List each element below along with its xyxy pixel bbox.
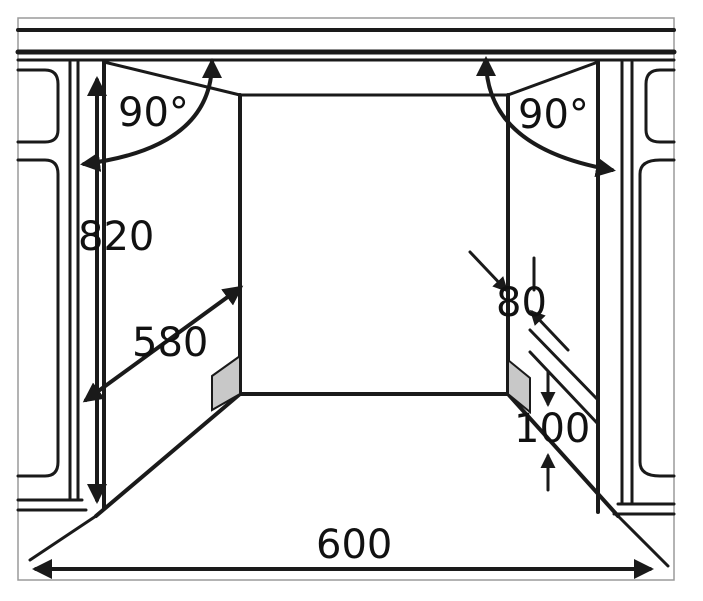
image-frame [17,17,675,581]
side-gap-arrow-lower [529,309,570,352]
side-gap-arrow-upper [468,250,509,293]
left-cabinet [16,60,88,512]
side-gap-label: 80 [496,280,547,326]
back-wall [238,93,510,396]
left-angle-label: 90° [118,90,189,136]
depth-label: 580 [132,320,208,366]
depth-dimension-line [82,285,244,403]
height-label: 820 [78,214,154,260]
left-shaded-block [211,354,241,412]
right-shaded-block [507,357,531,415]
right-door-swing-arc [476,56,616,178]
right-angle-label: 90° [518,92,589,138]
left-door-swing-arc [80,58,222,172]
bottom-gap-label: 100 [514,406,590,452]
width-label: 600 [316,522,392,568]
right-cabinet [612,60,676,516]
worktop [15,28,677,62]
